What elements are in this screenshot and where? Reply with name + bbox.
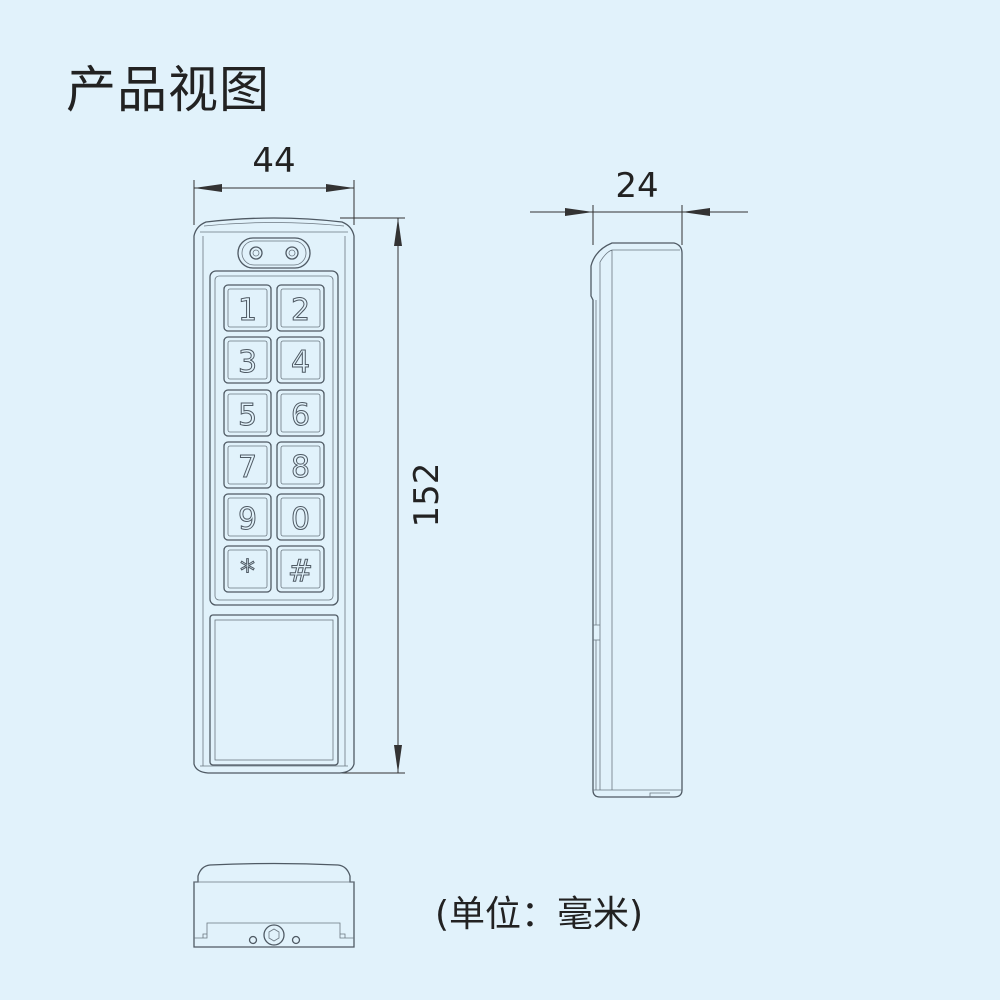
key-label: 5 [238, 398, 257, 433]
height-dimension: 152 [340, 217, 447, 774]
key-4[interactable]: 4 [276, 336, 325, 384]
key-label: 4 [291, 345, 310, 380]
key-8[interactable]: 8 [276, 441, 325, 489]
depth-dimension: 24 [530, 166, 748, 245]
key-6[interactable]: 6 [276, 389, 325, 437]
width-dimension: 44 [193, 141, 355, 225]
key-label: * [240, 554, 255, 589]
page-title: 产品视图 [66, 61, 270, 119]
key-label: 3 [238, 345, 257, 380]
key-star[interactable]: * [223, 545, 272, 593]
key-hash[interactable]: # [276, 545, 325, 593]
key-label: 6 [291, 398, 310, 433]
height-label: 152 [407, 463, 447, 528]
key-label: 7 [238, 450, 257, 485]
key-label: 2 [291, 293, 310, 328]
depth-label: 24 [615, 166, 658, 206]
key-9[interactable]: 9 [223, 493, 272, 541]
unit-note: (单位：毫米) [435, 894, 644, 935]
key-label: # [288, 554, 313, 589]
key-0[interactable]: 0 [276, 493, 325, 541]
key-7[interactable]: 7 [223, 441, 272, 489]
key-label: 1 [238, 293, 257, 328]
key-3[interactable]: 3 [223, 336, 272, 384]
key-2[interactable]: 2 [276, 284, 325, 332]
key-label: 8 [291, 450, 310, 485]
key-label: 9 [238, 502, 257, 537]
side-view [590, 242, 683, 798]
width-label: 44 [252, 141, 295, 181]
key-label: 0 [291, 502, 310, 537]
key-1[interactable]: 1 [223, 284, 272, 332]
key-5[interactable]: 5 [223, 389, 272, 437]
bottom-view [193, 862, 355, 948]
